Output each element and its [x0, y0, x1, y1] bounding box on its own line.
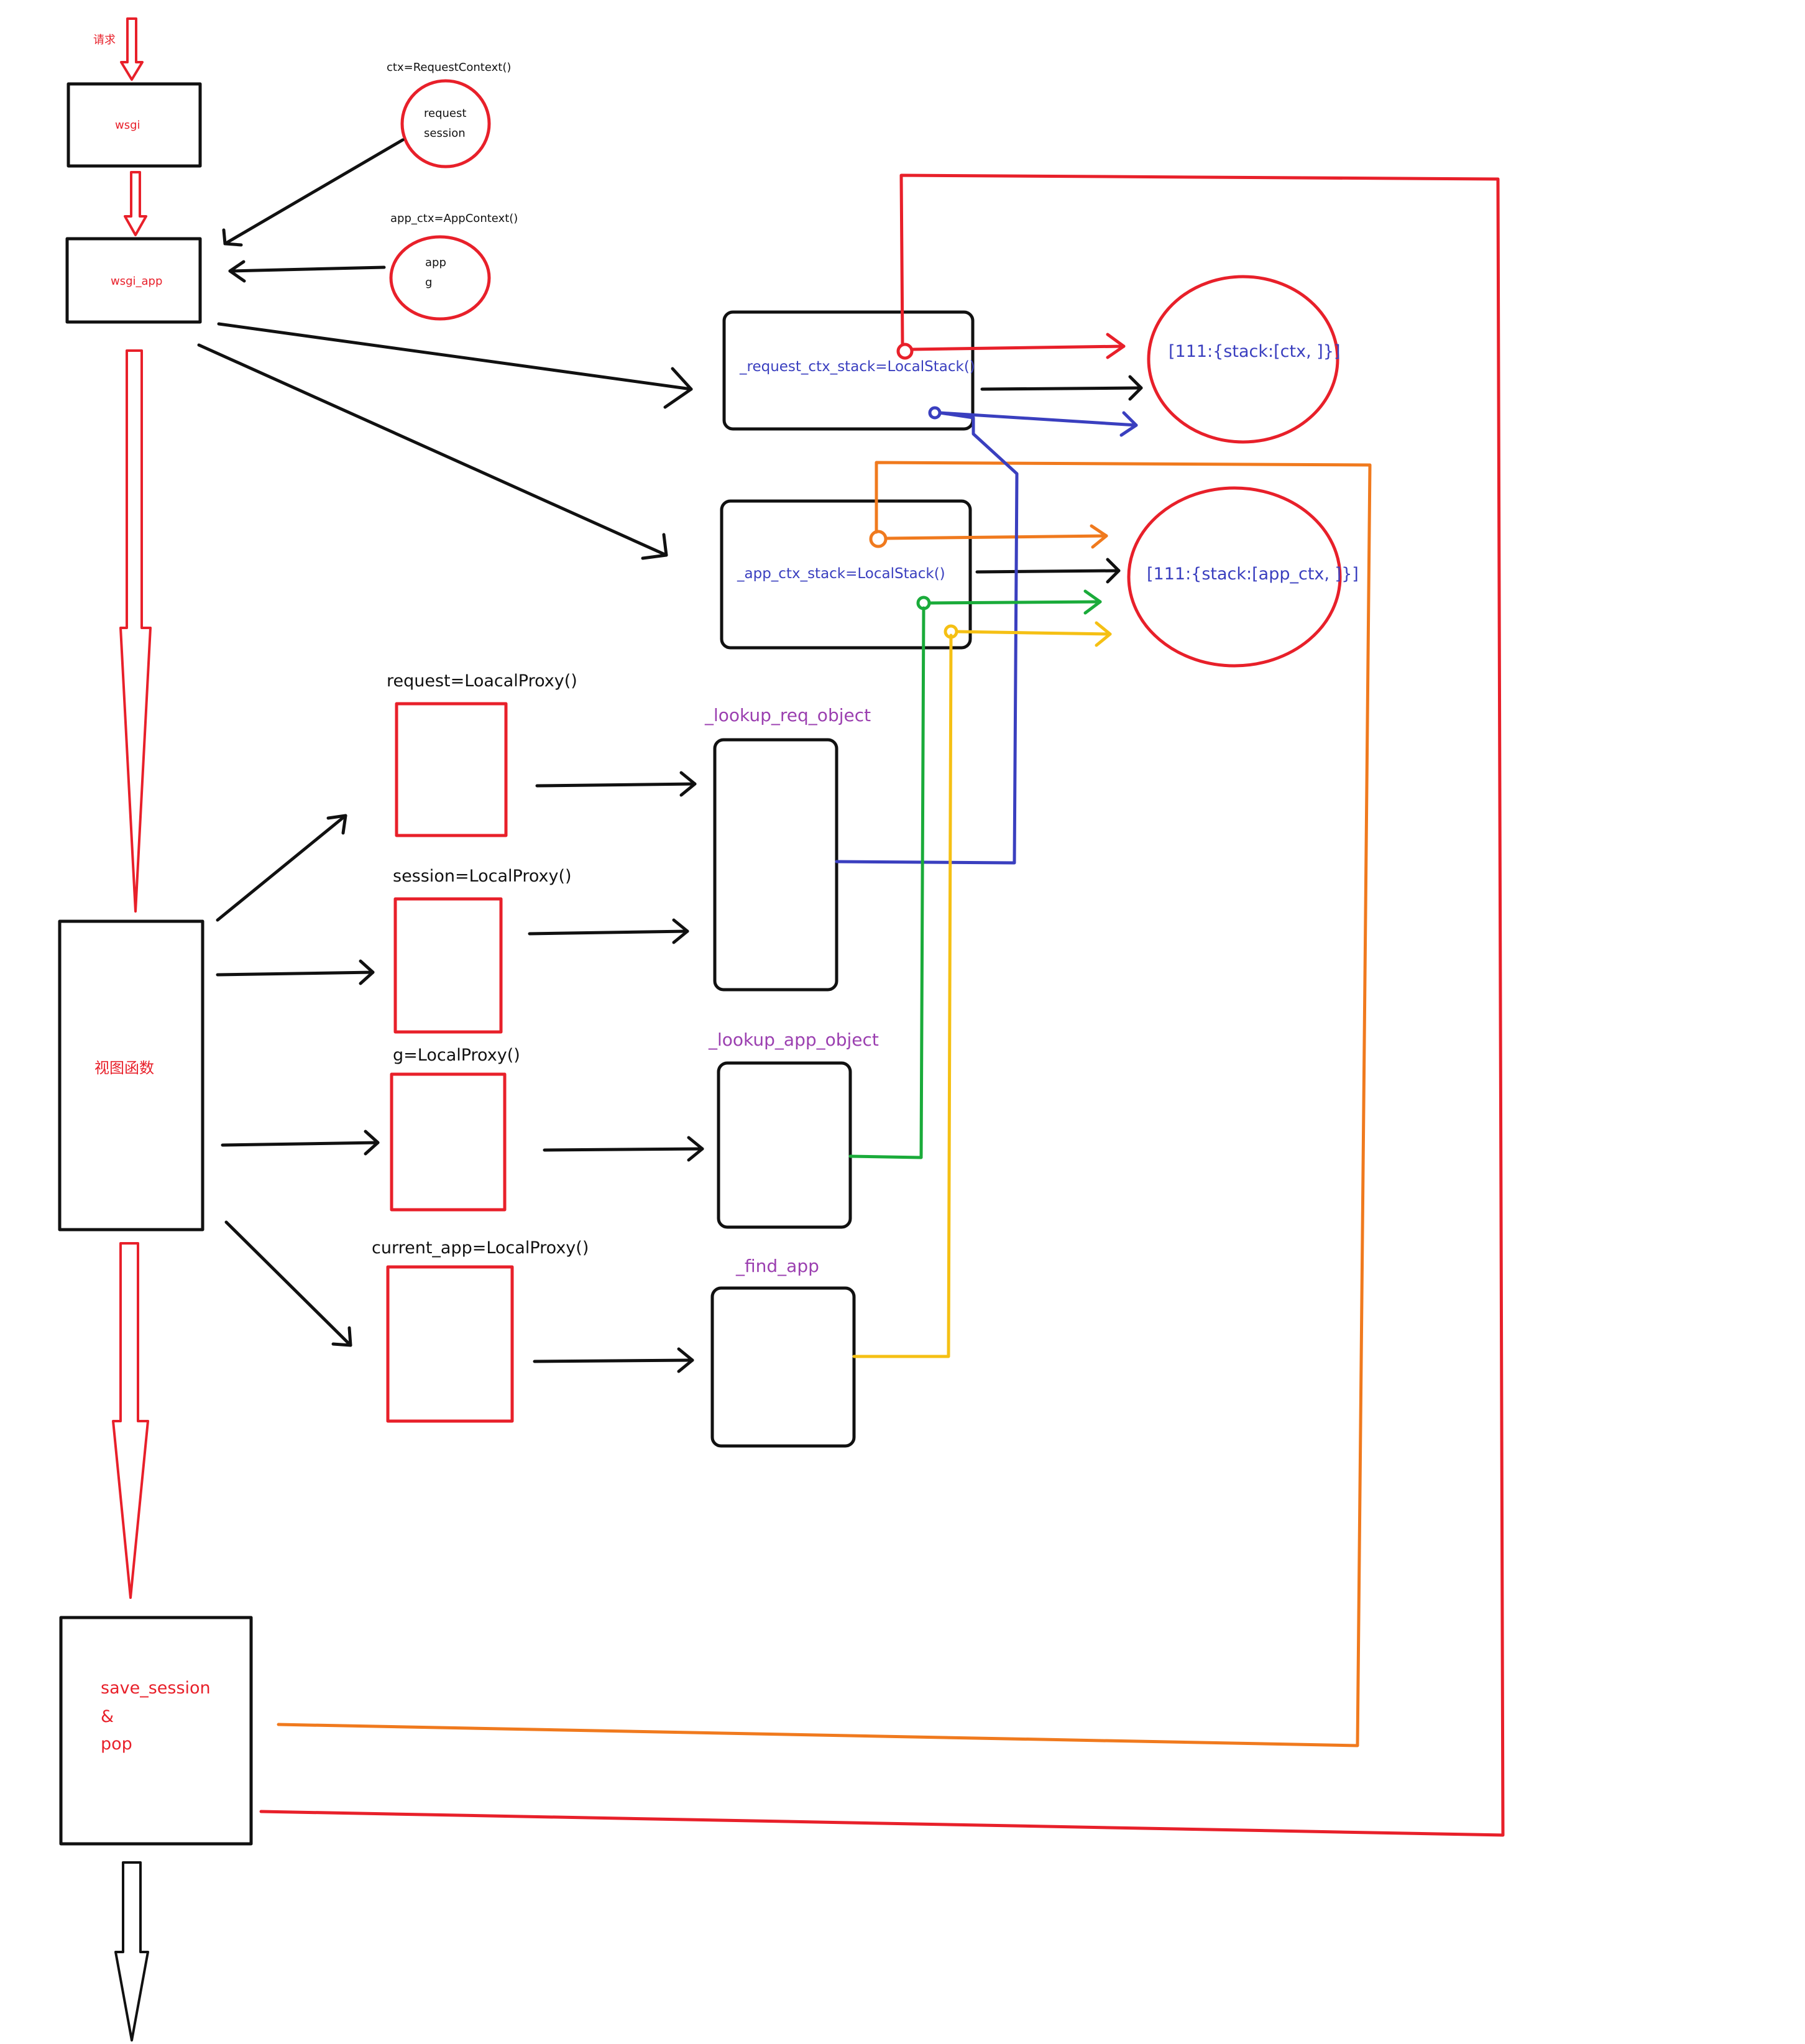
g-proxy-box	[390, 1072, 507, 1212]
red-request-ctx-line	[259, 173, 1505, 1837]
app-local-storage-circle	[1127, 486, 1342, 668]
request-arrow	[120, 17, 144, 81]
view-to-request-proxy-arrow	[216, 814, 347, 922]
req-stack-to-storage-arrow	[980, 375, 1143, 401]
app-stack-to-storage-arrow	[975, 558, 1121, 584]
lookup-req-object-label: _lookup_req_object	[704, 705, 871, 725]
session-proxy-box	[393, 897, 503, 1034]
wsgi-to-app-arrow	[124, 171, 147, 236]
app-ctx-g-label: g	[425, 276, 432, 289]
save-session-label: save_session	[101, 1678, 211, 1698]
app-ctx-stack-box	[720, 499, 972, 650]
view-to-g-proxy-arrow	[221, 1130, 380, 1156]
request-ctx-stack-box	[722, 310, 975, 431]
view-to-current-app-proxy-arrow	[224, 1220, 352, 1347]
request-proxy-label: request=LoacalProxy()	[387, 671, 577, 691]
yellow-find-app-line	[852, 621, 1112, 1358]
ctx-definition: ctx=RequestContext()	[387, 61, 511, 74]
find-app-label: _find_app	[735, 1256, 819, 1276]
save-pop-label: pop	[101, 1734, 132, 1754]
view-function-label: 视图函数	[94, 1059, 154, 1077]
request-local-storage-circle	[1147, 275, 1339, 444]
find-app-box	[710, 1286, 856, 1448]
current-app-proxy-label: current_app=LocalProxy()	[372, 1238, 589, 1258]
view-to-session-proxy-arrow	[216, 959, 375, 985]
app-local-storage-label: [111:{stack:[app_ctx, ]}]	[1147, 564, 1359, 584]
wsgi-app-to-req-stack-arrow	[217, 322, 693, 409]
lookup-app-object-label: _lookup_app_object	[708, 1029, 879, 1050]
lookup-req-object-box	[713, 738, 838, 992]
request-local-storage-label: [111:{stack:[ctx, ]}]	[1169, 342, 1340, 361]
wsgi-label: wsgi	[115, 119, 140, 132]
request-proxy-to-lookup-arrow	[535, 771, 697, 797]
ctx-session-label: session	[424, 127, 466, 140]
save-ampersand-label: &	[101, 1707, 114, 1726]
session-proxy-label: session=LocalProxy()	[393, 867, 572, 886]
response-arrow	[114, 1861, 149, 2042]
ctx-to-wsgi-app-arrow	[222, 138, 405, 247]
session-proxy-to-lookup-arrow	[528, 918, 689, 944]
app-ctx-to-wsgi-app-arrow	[228, 260, 386, 283]
request-context-circle	[400, 79, 491, 168]
wsgi-app-label: wsgi_app	[111, 275, 162, 288]
app-context-circle	[389, 235, 491, 321]
request-ctx-stack-label: _request_ctx_stack=LocalStack()	[739, 359, 975, 375]
wsgi-app-to-view-arrow	[119, 349, 152, 913]
request-label: 请求	[93, 34, 116, 47]
blue-lookup-req-line	[835, 406, 1138, 865]
g-proxy-to-lookup-arrow	[543, 1136, 704, 1162]
lookup-app-object-box	[717, 1061, 852, 1229]
view-to-save-arrow	[112, 1242, 149, 1599]
current-app-proxy-to-find-app-arrow	[533, 1347, 694, 1373]
wsgi-box	[67, 82, 202, 168]
request-proxy-box	[395, 702, 508, 837]
g-proxy-label: g=LocalProxy()	[393, 1046, 520, 1065]
app-ctx-app-label: app	[425, 256, 446, 269]
green-lookup-app-line	[848, 589, 1102, 1159]
view-function-box	[58, 919, 204, 1231]
save-session-pop-box	[59, 1616, 253, 1846]
ctx-request-label: request	[424, 107, 466, 120]
app-ctx-definition: app_ctx=AppContext()	[390, 212, 518, 225]
app-ctx-stack-label: _app_ctx_stack=LocalStack()	[737, 566, 945, 582]
current-app-proxy-box	[386, 1265, 514, 1423]
orange-app-ctx-line	[277, 461, 1372, 1747]
wsgi-app-box	[65, 237, 202, 324]
wsgi-app-to-app-stack-arrow	[197, 343, 668, 560]
